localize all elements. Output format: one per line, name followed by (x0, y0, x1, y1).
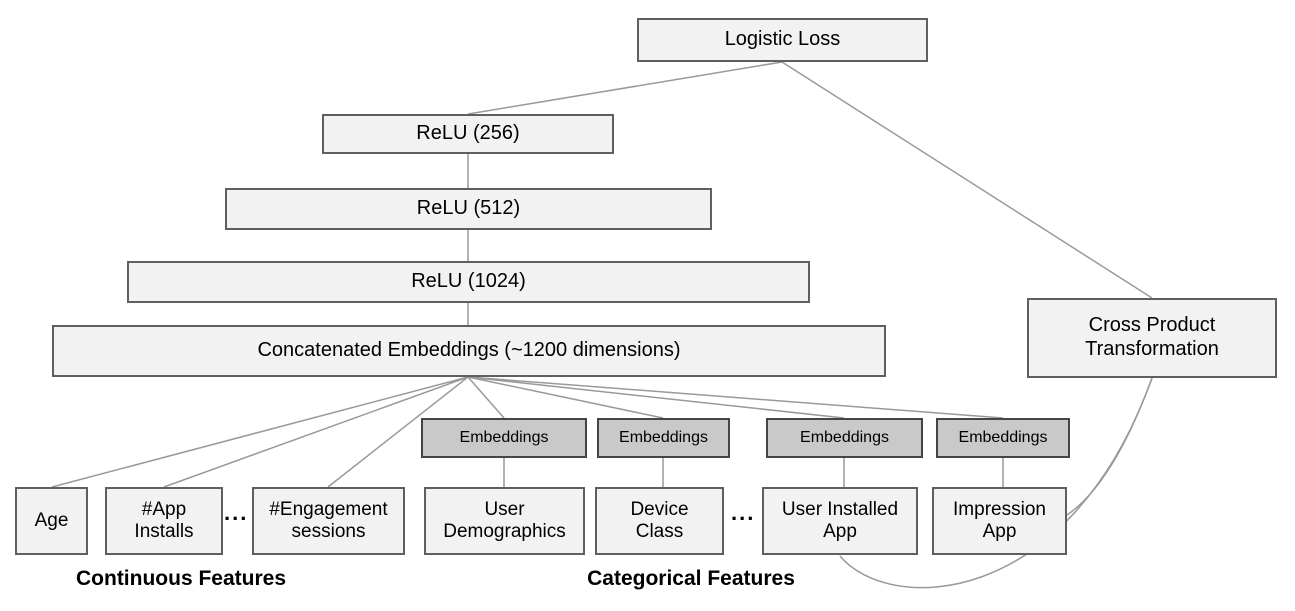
node-relu-512: ReLU (512) (225, 188, 712, 230)
node-relu-256: ReLU (256) (322, 114, 614, 154)
node-device-class: Device Class (595, 487, 724, 555)
edge-concat-emb4 (467, 376, 1004, 419)
edge-concat-emb1 (467, 376, 505, 419)
categorical-features-label: Categorical Features (587, 567, 795, 590)
continuous-features-label: Continuous Features (75, 567, 287, 590)
node-app-installs: #App Installs (105, 487, 223, 555)
node-user-installed-app: User Installed App (762, 487, 918, 555)
node-engagement-sessions: #Engagement sessions (252, 487, 405, 555)
node-cross-product-transformation: Cross Product Transformation (1027, 298, 1277, 378)
node-impression-app: Impression App (932, 487, 1067, 555)
node-embeddings-1: Embeddings (421, 418, 587, 458)
node-user-demographics: User Demographics (424, 487, 585, 555)
continuous-ellipsis: ... (224, 500, 249, 525)
edge-loss-to-relu256 (467, 61, 783, 115)
node-relu-1024: ReLU (1024) (127, 261, 810, 303)
edge-crossproduct-impression (1063, 377, 1153, 518)
node-concatenated-embeddings: Concatenated Embeddings (~1200 dimension… (52, 325, 886, 377)
edge-loss-to-crossproduct (781, 61, 1153, 299)
edge-concat-appinstalls (163, 376, 469, 488)
edge-concat-engagement (327, 376, 469, 488)
node-embeddings-4: Embeddings (936, 418, 1070, 458)
node-logistic-loss: Logistic Loss (637, 18, 928, 62)
node-embeddings-2: Embeddings (597, 418, 730, 458)
node-embeddings-3: Embeddings (766, 418, 923, 458)
edge-crossproduct-userinstalled (839, 377, 1153, 589)
categorical-ellipsis: ... (731, 500, 756, 525)
node-age: Age (15, 487, 88, 555)
edge-concat-emb3 (467, 376, 845, 419)
edge-concat-age (51, 376, 469, 488)
edge-concat-emb2 (467, 376, 664, 419)
